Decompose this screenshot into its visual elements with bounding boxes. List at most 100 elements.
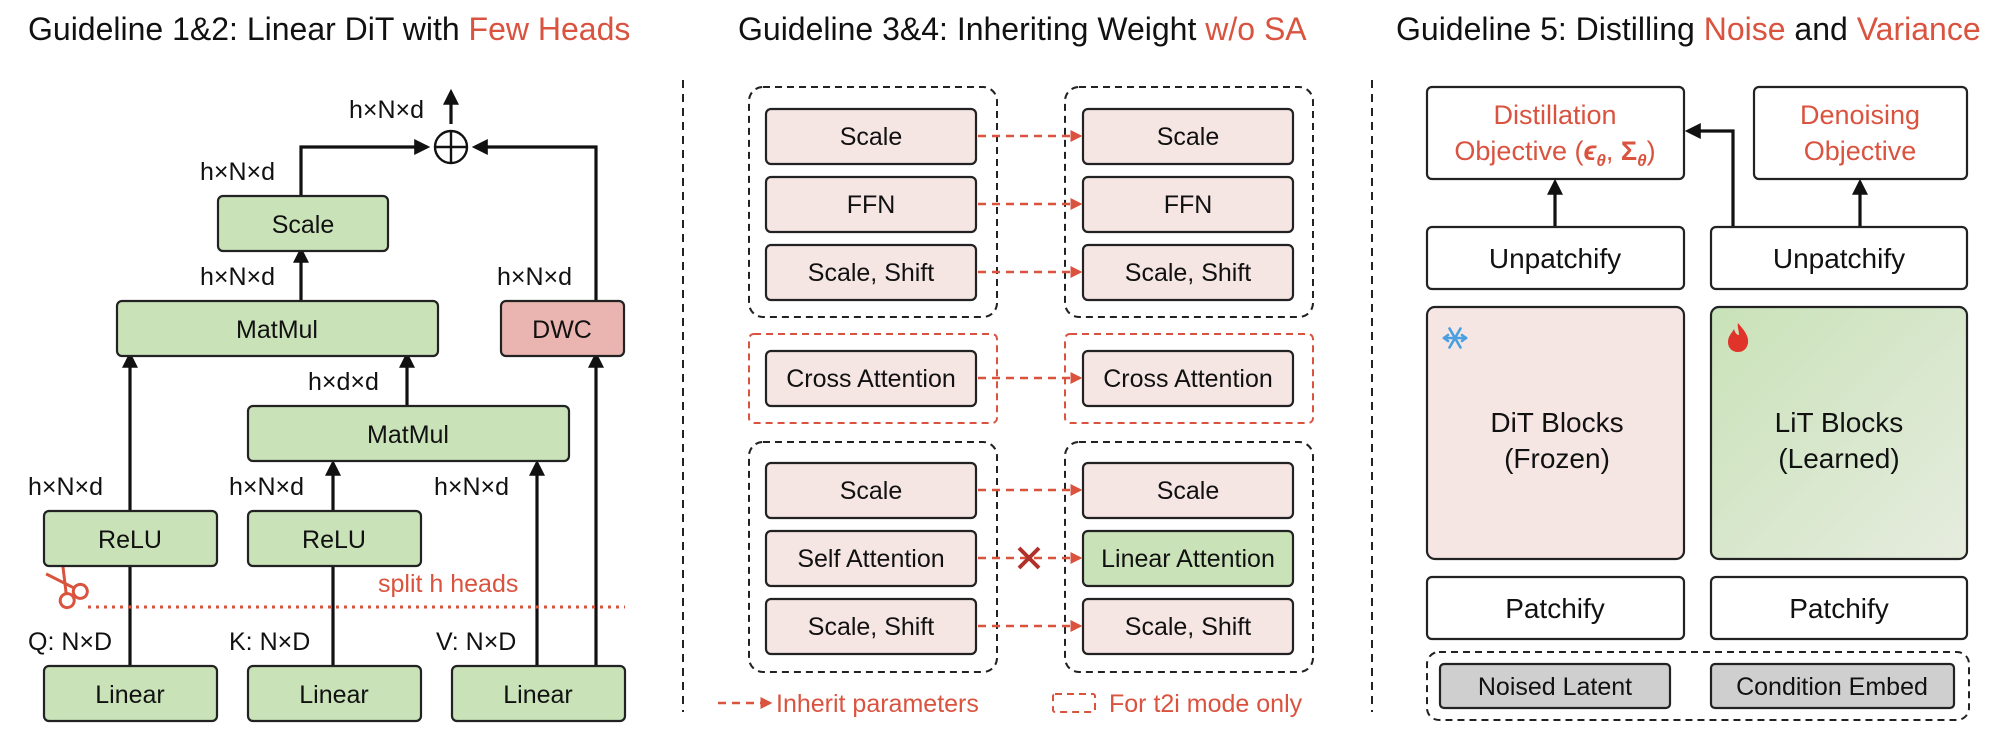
svg-text:Linear: Linear <box>503 681 573 709</box>
src-scale-shift-2: Scale, Shift <box>764 597 978 656</box>
svg-text:Unpatchify: Unpatchify <box>1773 243 1905 274</box>
legend-t2i: For t2i mode only <box>1052 690 1303 718</box>
dim-scale-label: h×N×d <box>200 158 275 186</box>
svg-text:For t2i mode only: For t2i mode only <box>1109 690 1303 718</box>
dim-dwc-label: h×N×d <box>497 263 572 291</box>
src-self-attention: Self Attention <box>764 529 978 588</box>
dim-output-label: h×N×d <box>349 96 424 124</box>
denoising-objective-box: Denoising Objective <box>1752 85 1969 181</box>
left-t2i-frame <box>748 333 998 424</box>
dwc-block: DWC <box>499 299 626 358</box>
patchify-right: Patchify <box>1709 575 1969 641</box>
scale-block: Scale <box>216 194 390 253</box>
svg-text:Scale, Shift: Scale, Shift <box>808 613 935 641</box>
svg-text:Cross Attention: Cross Attention <box>786 365 956 393</box>
unpatchify-left: Unpatchify <box>1425 225 1686 291</box>
svg-text:Scale: Scale <box>840 123 903 151</box>
dst-scale-1: Scale <box>1081 107 1295 166</box>
panel1-connections <box>122 88 604 665</box>
svg-text:DWC: DWC <box>532 316 592 344</box>
dim-matmul-inner-label: h×d×d <box>308 368 379 396</box>
dst-scale-shift-2: Scale, Shift <box>1081 597 1295 656</box>
panel-distillation: Guideline 5: Distilling Noise and Varian… <box>1396 11 1981 721</box>
svg-text:ReLU: ReLU <box>98 526 162 554</box>
svg-text:Unpatchify: Unpatchify <box>1489 243 1621 274</box>
svg-text:Condition Embed: Condition Embed <box>1736 673 1928 701</box>
svg-text:Scale: Scale <box>272 211 335 239</box>
relu-q-block: ReLU <box>42 509 219 568</box>
dim-k-label: h×N×d <box>229 473 304 501</box>
svg-text:(Learned): (Learned) <box>1778 443 1899 474</box>
svg-text:FFN: FFN <box>1164 191 1213 219</box>
relu-k-block: ReLU <box>246 509 423 568</box>
svg-text:DiT Blocks: DiT Blocks <box>1490 407 1623 438</box>
svg-text:Inherit parameters: Inherit parameters <box>776 690 979 718</box>
svg-text:Cross Attention: Cross Attention <box>1103 365 1273 393</box>
blocked-cross-icon <box>1017 546 1041 570</box>
linear-q-block: Linear <box>42 664 219 723</box>
panel-inherit-weights: Guideline 3&4: Inheriting Weight w/o SA … <box>718 11 1314 718</box>
dst-scale-shift-1: Scale, Shift <box>1081 243 1295 302</box>
right-group-top-frame <box>1064 86 1314 318</box>
svg-text:Denoising: Denoising <box>1800 100 1920 130</box>
svg-text:Self Attention: Self Attention <box>797 545 944 573</box>
condition-embed-box: Condition Embed <box>1709 662 1956 710</box>
svg-text:Scale, Shift: Scale, Shift <box>1125 613 1252 641</box>
dim-matmul-top-label: h×N×d <box>200 263 275 291</box>
src-scale-1: Scale <box>764 107 978 166</box>
dst-ffn: FFN <box>1081 175 1295 234</box>
dst-cross-attention: Cross Attention <box>1081 349 1295 408</box>
left-group-top-frame <box>748 86 998 318</box>
svg-text:ReLU: ReLU <box>302 526 366 554</box>
svg-text:Noised Latent: Noised Latent <box>1478 673 1632 701</box>
distillation-objective-box: Distillation Objective (ϵθ, Σθ) <box>1425 85 1686 181</box>
panel1-title: Guideline 1&2: Linear DiT with Few Heads <box>28 11 630 47</box>
panel3-title: Guideline 5: Distilling Noise and Varian… <box>1396 11 1981 47</box>
svg-text:Patchify: Patchify <box>1505 593 1605 624</box>
svg-text:LiT Blocks: LiT Blocks <box>1775 407 1904 438</box>
linear-k-block: Linear <box>246 664 423 723</box>
v-input-label: V: N×D <box>436 628 516 656</box>
svg-text:Linear: Linear <box>95 681 165 709</box>
svg-text:MatMul: MatMul <box>236 316 318 344</box>
dst-linear-attention: Linear Attention <box>1081 529 1295 588</box>
panel3-connections <box>1547 123 1868 226</box>
k-input-label: K: N×D <box>229 628 310 656</box>
svg-text:Scale: Scale <box>1157 477 1220 505</box>
q-input-label: Q: N×D <box>28 628 112 656</box>
svg-text:Scale: Scale <box>1157 123 1220 151</box>
src-scale-shift-1: Scale, Shift <box>764 243 978 302</box>
src-scale-2: Scale <box>764 461 978 520</box>
svg-text:(Frozen): (Frozen) <box>1504 443 1610 474</box>
svg-text:Objective (ϵθ, Σθ): Objective (ϵθ, Σθ) <box>1454 136 1655 170</box>
panel-linear-dit: Guideline 1&2: Linear DiT with Few Heads <box>28 11 630 723</box>
dst-scale-2: Scale <box>1081 461 1295 520</box>
svg-text:Distillation: Distillation <box>1493 100 1616 130</box>
svg-text:FFN: FFN <box>847 191 896 219</box>
svg-text:Linear: Linear <box>299 681 369 709</box>
svg-text:Patchify: Patchify <box>1789 593 1889 624</box>
src-cross-attention: Cross Attention <box>764 349 978 408</box>
scissors-icon <box>45 562 89 610</box>
dit-blocks: DiT Blocks (Frozen) <box>1425 305 1686 561</box>
matmul-top-block: MatMul <box>115 299 440 358</box>
svg-text:Scale, Shift: Scale, Shift <box>808 259 935 287</box>
add-node <box>433 129 469 165</box>
snowflake-icon <box>1442 327 1468 349</box>
legend-inherit: Inherit parameters <box>718 690 979 718</box>
inherit-arrows <box>978 130 1083 632</box>
split-heads-label: split h heads <box>378 570 518 598</box>
flame-icon <box>1728 323 1749 352</box>
src-ffn: FFN <box>764 175 978 234</box>
matmul-inner-block: MatMul <box>246 404 571 463</box>
unpatchify-right: Unpatchify <box>1709 225 1969 291</box>
dim-q-label: h×N×d <box>28 473 103 501</box>
dim-v-label: h×N×d <box>434 473 509 501</box>
lit-blocks: LiT Blocks (Learned) <box>1709 305 1969 561</box>
svg-text:MatMul: MatMul <box>367 421 449 449</box>
svg-text:Objective: Objective <box>1804 136 1917 166</box>
patchify-left: Patchify <box>1425 575 1686 641</box>
inputs-frame <box>1426 651 1970 721</box>
svg-text:Scale: Scale <box>840 477 903 505</box>
noised-latent-box: Noised Latent <box>1438 662 1672 710</box>
